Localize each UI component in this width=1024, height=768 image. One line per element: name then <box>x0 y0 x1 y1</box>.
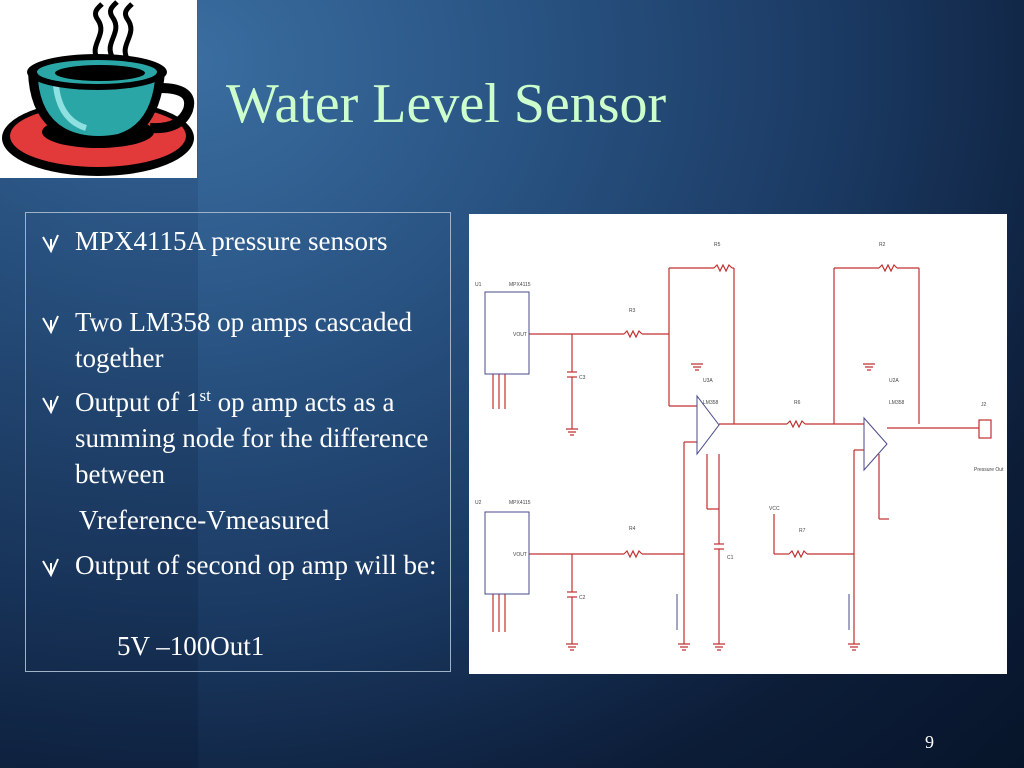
svg-text:R6: R6 <box>794 400 801 406</box>
slide-title: Water Level Sensor <box>226 73 667 135</box>
svg-text:U3A: U3A <box>703 378 713 384</box>
svg-text:C3: C3 <box>579 375 586 381</box>
schematic-drawing: U1 MPX4115 VOUT C3 U3A LM358 R3 R5 R6 U2… <box>475 242 1004 651</box>
bullet-text: Two LM358 op amps cascaded together <box>75 307 413 373</box>
coffee-cup-logo <box>0 0 197 178</box>
svg-text:VOUT: VOUT <box>513 332 527 338</box>
svg-text:U2A: U2A <box>889 378 899 384</box>
svg-text:VCC: VCC <box>769 506 780 512</box>
svg-text:R7: R7 <box>799 528 806 534</box>
coffee-cup-logo-icon <box>2 0 195 176</box>
check-arrow-bullet-icon <box>40 547 62 583</box>
bullet-item: Output of 1st op amp acts as a summing n… <box>40 384 445 492</box>
svg-text:Pressure Out: Pressure Out <box>974 467 1004 473</box>
svg-text:C2: C2 <box>579 595 586 601</box>
bullet-item: MPX4115A pressure sensors <box>40 223 445 259</box>
svg-text:U1: U1 <box>475 282 482 288</box>
bullet-item: Two LM358 op amps cascaded together <box>40 304 445 376</box>
svg-text:U2: U2 <box>475 500 482 506</box>
bullet-item: Output of second op amp will be: <box>40 547 445 583</box>
page-number: 9 <box>925 732 934 752</box>
bullet-textbox: MPX4115A pressure sensors Two LM358 op a… <box>25 212 451 672</box>
bullet-text-part: Output of 1 <box>75 387 200 417</box>
check-arrow-bullet-icon <box>40 384 62 420</box>
bullet-text: MPX4115A pressure sensors <box>75 226 388 256</box>
bullet-text: Output of 1st op amp acts as a summing n… <box>75 384 445 492</box>
svg-text:R5: R5 <box>714 242 721 248</box>
svg-text:C1: C1 <box>727 555 734 561</box>
check-arrow-bullet-icon <box>40 223 62 259</box>
svg-text:R4: R4 <box>629 526 636 532</box>
bullet-text: Output of second op amp will be: <box>75 550 437 580</box>
superscript-text: st <box>199 386 211 405</box>
svg-text:R2: R2 <box>879 242 886 248</box>
svg-text:LM358: LM358 <box>703 400 719 406</box>
circuit-schematic: U1 MPX4115 VOUT C3 U3A LM358 R3 R5 R6 U2… <box>469 214 1007 674</box>
svg-text:J2: J2 <box>981 402 987 408</box>
svg-text:MPX4115: MPX4115 <box>509 282 531 288</box>
svg-text:R3: R3 <box>629 308 636 314</box>
vref-line: Vreference-Vmeasured <box>79 505 330 535</box>
svg-text:LM358: LM358 <box>889 400 905 406</box>
bullet-text-part: op amp acts as a summing node for the di… <box>75 387 429 489</box>
check-arrow-bullet-icon <box>40 304 62 340</box>
svg-text:MPX4115: MPX4115 <box>509 500 531 506</box>
svg-text:VOUT: VOUT <box>513 552 527 558</box>
formula-line: 5V –100Out1 <box>117 631 265 661</box>
